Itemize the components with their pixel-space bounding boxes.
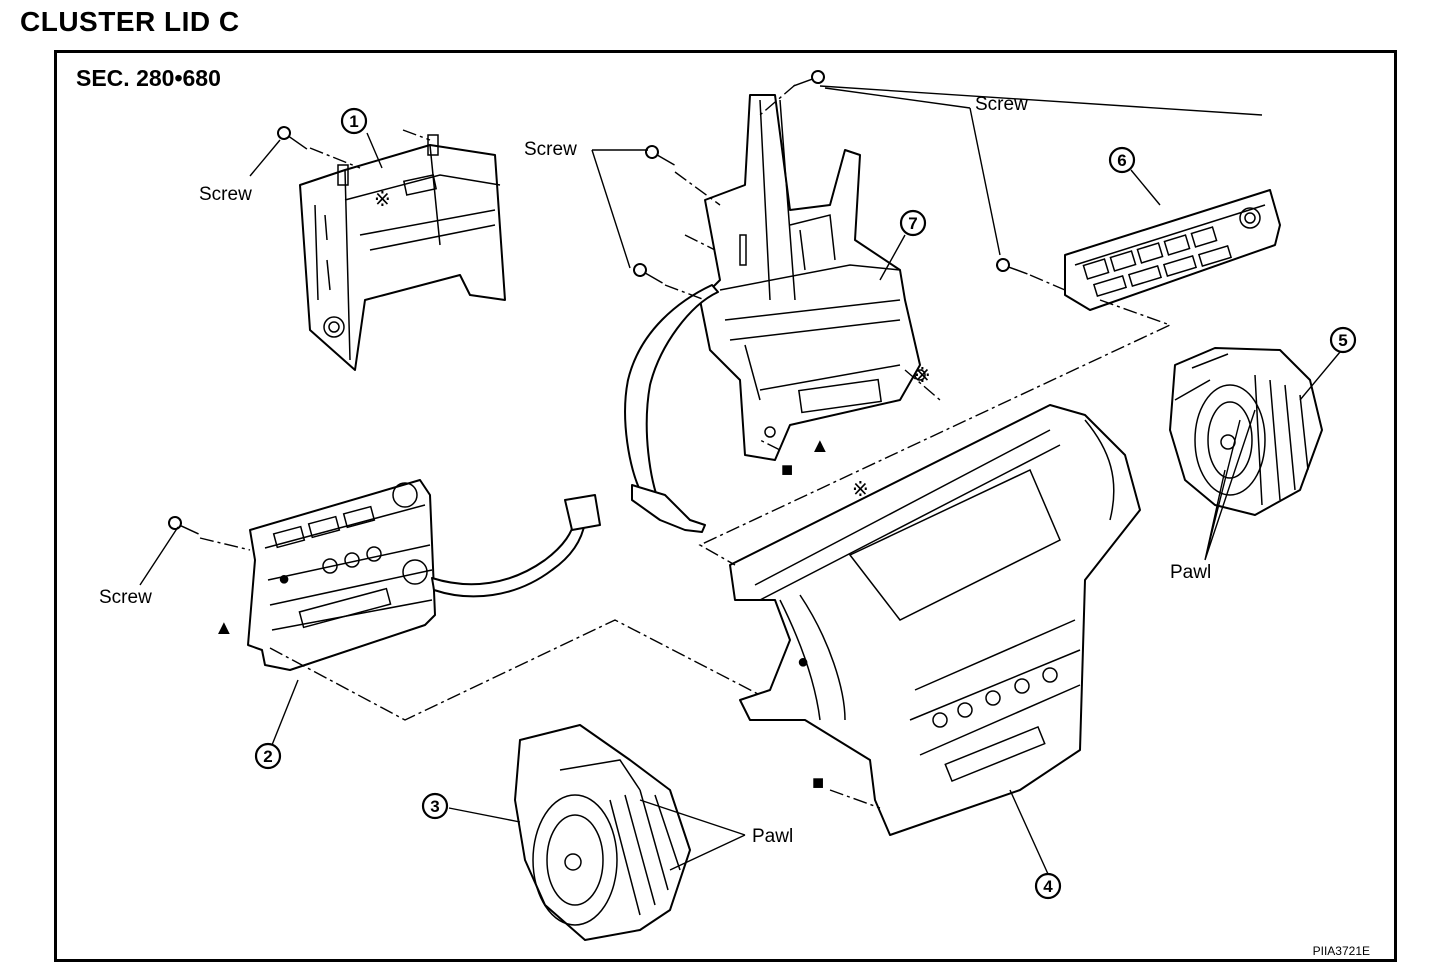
part-4-cluster-lid [729,404,1141,836]
part-number-bubbles: 1 2 3 4 5 6 7 [254,107,1357,900]
circle-symbol: ● [797,651,809,673]
svg-text:2: 2 [263,747,272,766]
svg-text:5: 5 [1338,331,1347,350]
screw-icons [168,70,1028,535]
pawl-label: Pawl [1170,562,1211,583]
part-3-left-vent [514,724,691,941]
diagram-frame [54,50,1397,962]
part-number-7-bubble: 7 [899,209,927,237]
screw-icon [793,70,825,87]
part-number-5-bubble: 5 [1329,326,1357,354]
pawl-label: Pawl [752,826,793,847]
circle-symbol: ● [278,568,290,590]
callout-labels: Screw Screw Screw Screw Pawl Pawl [99,94,1211,847]
part-number-4-bubble: 4 [1034,872,1062,900]
part-7-bracket-unit [699,94,926,461]
leader-lines [139,85,1341,875]
screw-label: Screw [99,587,152,608]
svg-text:1: 1 [349,112,358,131]
svg-text:3: 3 [430,797,439,816]
screw-icon [277,126,308,150]
part-5-right-vent [1169,347,1323,516]
reference-symbols: ※ ※ ※ ▲ ▲ ■ ■ ● ● [214,189,931,794]
screw-icon [168,516,199,535]
triangle-symbol: ▲ [810,435,830,457]
alignment-lines [199,84,1172,809]
screw-label: Screw [524,139,577,160]
reference-mark-symbol: ※ [852,479,869,501]
svg-text:6: 6 [1117,151,1126,170]
svg-text:4: 4 [1043,877,1053,896]
part-number-6-bubble: 6 [1108,146,1136,174]
part-1-pocket-housing [299,134,506,371]
screw-icon [633,263,663,284]
wire-harness-upper [624,284,719,533]
part-number-3-bubble: 3 [421,792,449,820]
part-2-audio-unit [247,479,436,671]
reference-mark-symbol: ※ [914,365,931,387]
screw-icon [645,145,675,166]
section-label: SEC. 280•680 [76,65,221,91]
part-number-1-bubble: 1 [340,107,368,135]
square-symbol: ■ [812,772,824,794]
wire-harness-lower [431,494,601,598]
screw-label: Screw [975,94,1028,115]
screw-label: Screw [199,184,252,205]
svg-text:7: 7 [908,214,917,233]
figure-id: PIIA3721E [1312,944,1370,958]
square-symbol: ■ [781,459,793,481]
reference-mark-symbol: ※ [374,189,391,211]
part-number-2-bubble: 2 [254,742,282,770]
part-6-switch-panel [1064,189,1281,311]
triangle-symbol: ▲ [214,617,234,639]
page-title: CLUSTER LID C [20,6,240,37]
screw-icon [996,258,1028,275]
